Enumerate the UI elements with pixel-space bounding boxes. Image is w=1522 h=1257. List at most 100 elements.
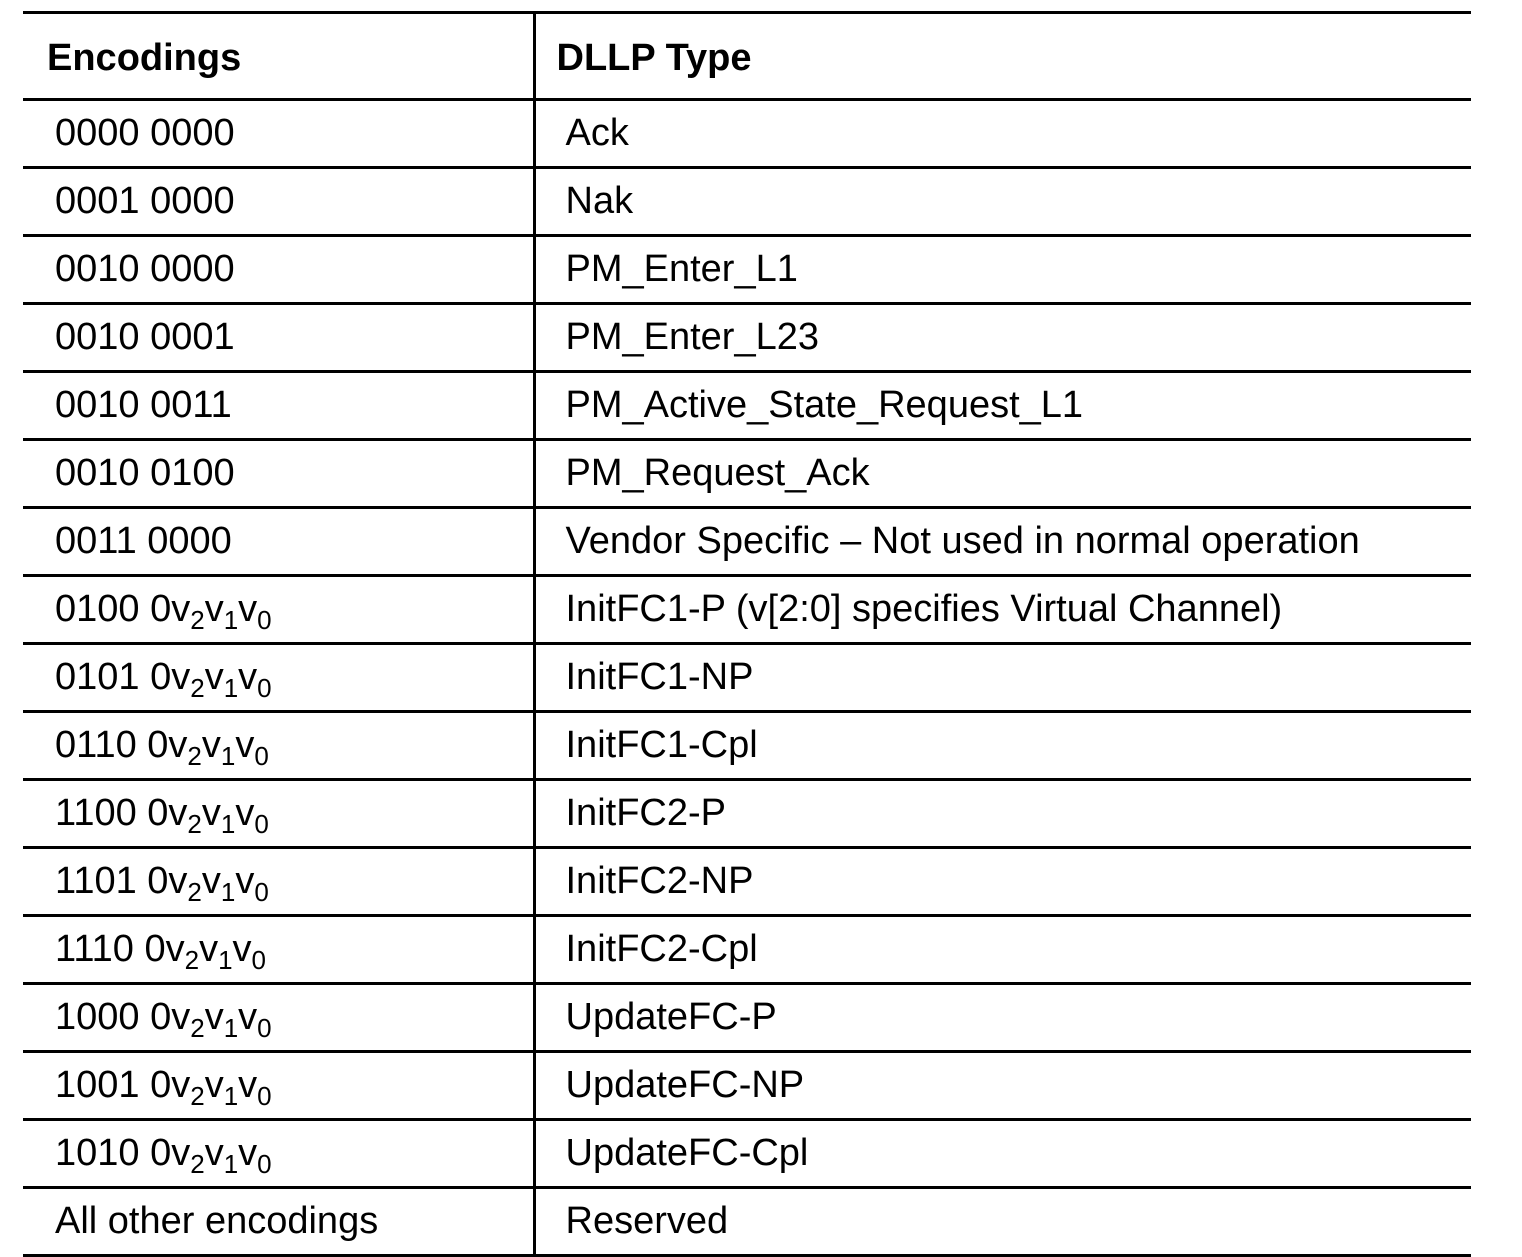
encoding-value: 0010 0001 [55,316,235,358]
encoding-value: 0011 0000 [55,520,232,562]
dllp-type-cell: UpdateFC-Cpl [534,1118,1471,1189]
encoding-value: 1110 0 [55,928,166,970]
encoding-cell: 1001 0v2v1v0 [23,1050,536,1121]
dllp-type-cell: InitFC2-Cpl [534,914,1471,985]
vc-bit-letter: v [235,792,255,834]
header-dllp-type: DLLP Type [534,11,1471,101]
dllp-type-cell: InitFC1-Cpl [534,710,1471,781]
encoding-cell: 1110 0v2v1v0 [23,914,536,985]
vc-bit-index: 1 [218,945,233,975]
dllp-type-cell: PM_Enter_L1 [534,234,1471,305]
dllp-type-cell: UpdateFC-P [534,982,1471,1053]
dllp-type-cell: InitFC2-NP [534,846,1471,917]
vc-bit-index: 0 [254,809,269,839]
vc-bit-letter: v [168,792,188,834]
vc-bit-index: 1 [223,1013,239,1043]
vc-bit-letter: v [238,996,258,1038]
vc-bit-index: 0 [257,1081,272,1111]
vc-bit-letter: v [238,1064,258,1106]
encoding-value: 0110 0 [55,724,169,766]
dllp-type-cell: InitFC2-P [534,778,1471,849]
vc-bit-letter: v [204,656,224,698]
encoding-cell: 1101 0v2v1v0 [23,846,536,917]
vc-bit-letter: v [201,724,221,766]
vc-bit-letter: v [165,928,185,970]
vc-bit-index: 1 [220,877,236,907]
vc-bit-index: 0 [251,945,266,975]
vc-bit-index: 2 [190,1149,205,1179]
vc-bit-index: 0 [254,741,269,771]
vc-bit-letter: v [171,1132,191,1174]
encoding-cell: 1000 0v2v1v0 [23,982,536,1053]
table-row: 0010 0001 PM_Enter_L23 [23,302,1471,373]
vc-bit-index: 1 [220,809,236,839]
vc-bit-index: 2 [190,673,205,703]
table-row: All other encodings Reserved [23,1186,1471,1257]
vc-bit-letter: v [201,792,221,834]
vc-bit-letter: v [204,1132,224,1174]
vc-bit-index: 0 [257,1013,272,1043]
header-encodings: Encodings [23,11,536,101]
dllp-type-cell: InitFC1-NP [534,642,1471,713]
encoding-cell: 0000 0000 [23,98,536,169]
dllp-type-cell: Ack [534,98,1471,169]
vc-bit-letter: v [232,928,252,970]
vc-bit-index: 0 [257,673,272,703]
encoding-cell: 1010 0v2v1v0 [23,1118,536,1189]
vc-bit-index: 2 [187,809,202,839]
vc-bit-letter: v [168,724,188,766]
encoding-cell: 0010 0100 [23,438,536,509]
encoding-value: 1000 0 [55,996,172,1038]
vc-bit-index: 2 [187,877,202,907]
encoding-value: 1101 0 [55,860,169,902]
encoding-cell: 0010 0001 [23,302,536,373]
vc-bit-letter: v [204,1064,224,1106]
encoding-value: 1001 0 [55,1064,172,1106]
vc-bit-letter: v [235,860,255,902]
vc-bit-index: 0 [257,1149,272,1179]
dllp-type-cell: PM_Request_Ack [534,438,1471,509]
encoding-value: All other encodings [55,1200,379,1242]
vc-bit-index: 2 [187,741,202,771]
vc-bit-letter: v [235,724,255,766]
vc-bit-index: 1 [223,1149,239,1179]
table-header-row: Encodings DLLP Type [23,11,1471,101]
vc-bit-letter: v [171,1064,191,1106]
dllp-type-cell: Reserved [534,1186,1471,1257]
vc-bit-index: 1 [223,673,239,703]
vc-bit-index: 1 [223,605,239,635]
encoding-cell: 0110 0v2v1v0 [23,710,536,781]
encoding-value: 0100 0 [55,588,172,630]
dllp-type-cell: PM_Enter_L23 [534,302,1471,373]
vc-bit-letter: v [168,860,188,902]
encoding-cell: 0100 0v2v1v0 [23,574,536,645]
encoding-cell: 1100 0v2v1v0 [23,778,536,849]
vc-bit-letter: v [199,928,219,970]
encoding-cell: 0010 0000 [23,234,536,305]
encoding-value: 0101 0 [55,656,172,698]
encoding-value: 0010 0011 [55,384,232,426]
encoding-cell: All other encodings [23,1186,536,1257]
vc-bit-index: 0 [254,877,269,907]
encoding-value: 0001 0000 [55,180,235,222]
vc-bit-letter: v [204,996,224,1038]
vc-bit-letter: v [201,860,221,902]
encoding-cell: 0011 0000 [23,506,536,577]
vc-bit-letter: v [171,656,191,698]
encoding-value: 1100 0 [55,792,169,834]
